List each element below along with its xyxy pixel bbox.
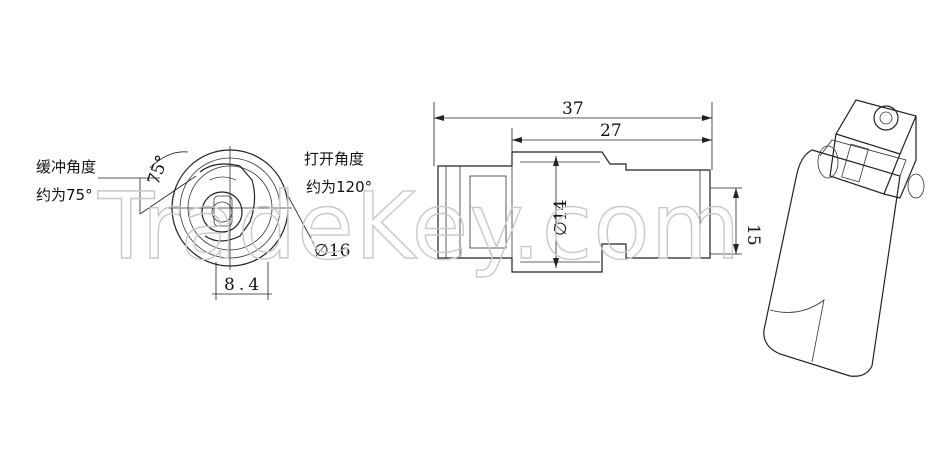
diameter-16-dimension: ∅16 — [314, 241, 350, 261]
diameter-14-dimension: ∅14 — [551, 200, 571, 236]
open-angle-label-1: 打开角度 — [304, 150, 364, 168]
watermark-text: TradeKey.com — [97, 173, 741, 280]
width-8-4-dimension: 8.4 — [224, 275, 263, 295]
front-view — [98, 146, 315, 300]
buffer-angle-label-1: 缓冲角度 — [36, 158, 96, 176]
isometric-view — [763, 99, 925, 377]
length-37-dimension: 37 — [562, 99, 584, 119]
side-view — [433, 102, 742, 273]
length-27-dimension: 27 — [600, 121, 622, 141]
open-angle-label-2: 约为120° — [306, 178, 372, 196]
height-15-dimension: 15 — [743, 224, 763, 246]
buffer-angle-label-2: 约为75° — [36, 186, 93, 204]
